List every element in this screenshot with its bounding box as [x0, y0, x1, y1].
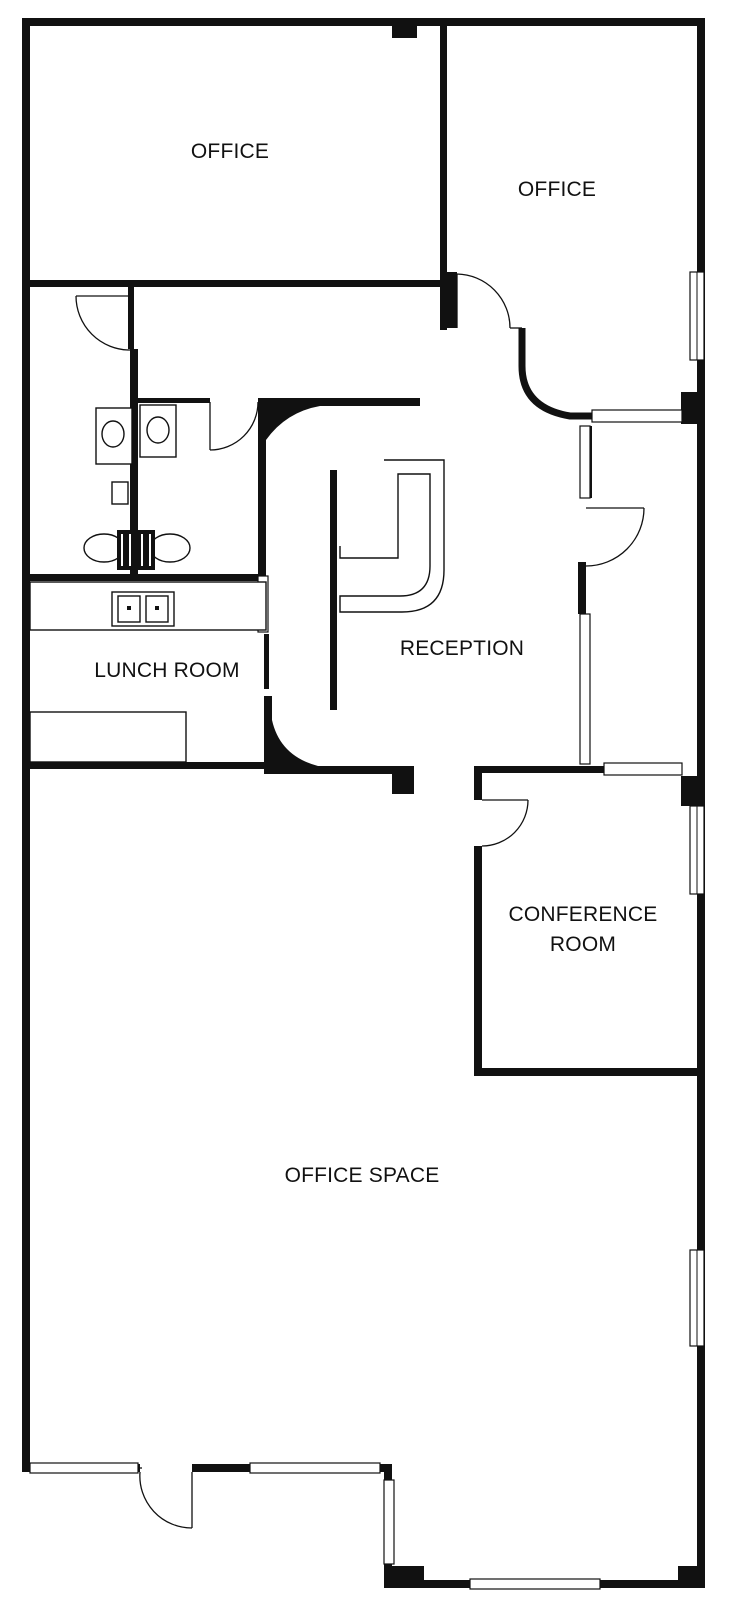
room-label-conference-line1: CONFERENCE: [508, 903, 657, 926]
window: [579, 425, 591, 499]
window: [469, 1578, 601, 1590]
exterior-windows: [29, 271, 705, 1590]
restroom-fixtures: [83, 404, 191, 570]
lunch-room-fixtures: [29, 581, 267, 763]
sink-icon: [146, 416, 170, 444]
counter: [29, 711, 187, 763]
toilet-tank: [111, 481, 129, 505]
interior-walls: [22, 18, 705, 1076]
window: [579, 613, 591, 765]
window: [383, 1479, 395, 1565]
sink-icon: [101, 420, 125, 448]
room-label-office-top-left: OFFICE: [191, 140, 269, 163]
toilet-icon: [149, 533, 191, 563]
room-label-conference-line2: ROOM: [550, 933, 616, 956]
room-label-office-space: OFFICE SPACE: [285, 1164, 440, 1187]
doors: [75, 273, 645, 1529]
interior-windows: [257, 409, 683, 776]
window: [603, 762, 683, 776]
room-label-lunch-room: LUNCH ROOM: [94, 659, 240, 682]
window: [249, 1462, 381, 1474]
room-labels: OFFICE OFFICE RECEPTION LUNCH ROOM CONFE…: [94, 140, 657, 1187]
window: [29, 1462, 139, 1474]
window: [591, 409, 683, 423]
room-label-reception: RECEPTION: [400, 637, 524, 660]
reception-desk: [339, 459, 445, 613]
exterior-walls: [22, 18, 705, 1588]
room-label-office-top-right: OFFICE: [518, 178, 596, 201]
